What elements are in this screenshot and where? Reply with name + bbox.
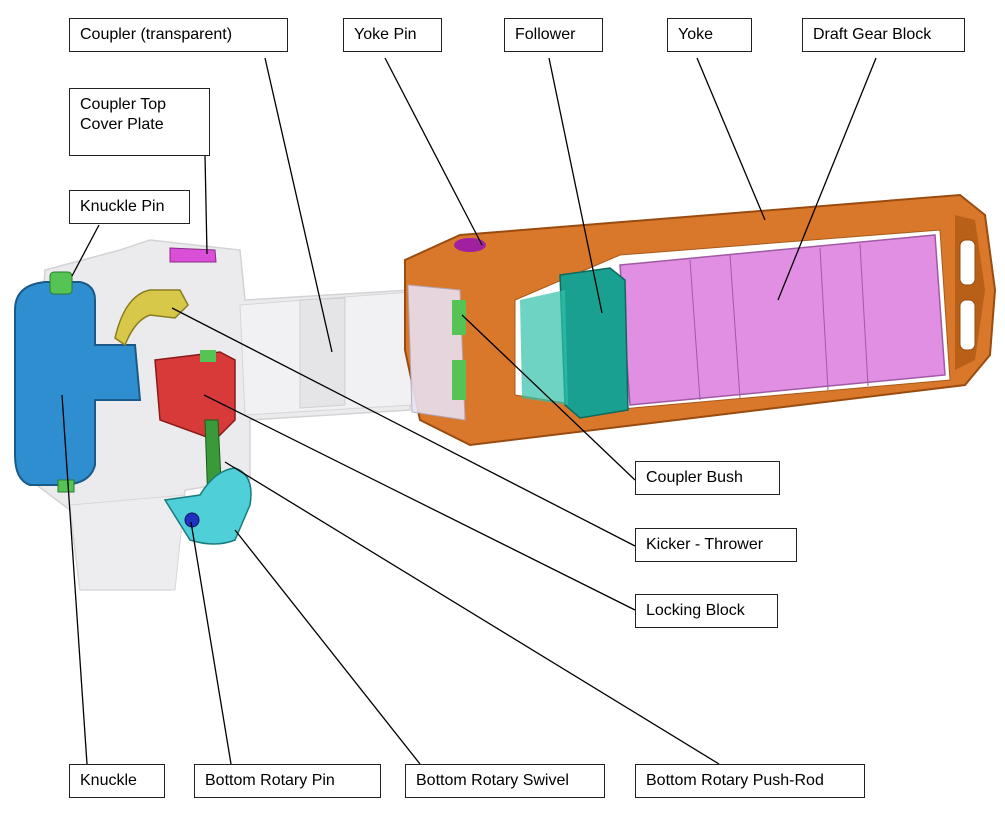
kicker-thrower-part: [114, 289, 189, 347]
knuckle-pin-part: [49, 271, 75, 493]
locking-block-part: [154, 351, 236, 441]
label-coupler-transparent: Coupler (transparent): [69, 18, 288, 52]
label-knuckle: Knuckle: [69, 764, 165, 798]
knuckle-part: [14, 281, 142, 486]
label-follower: Follower: [504, 18, 603, 52]
label-yoke-pin: Yoke Pin: [343, 18, 442, 52]
coupler-bush-part: [407, 284, 466, 421]
label-bottom-rotary-pin: Bottom Rotary Pin: [194, 764, 381, 798]
draft-gear-block-part: [619, 234, 946, 406]
leader-lines: [61, 57, 877, 765]
push-rod-top-part: [200, 350, 216, 362]
label-coupler-top-cover-plate: Coupler Top Cover Plate: [69, 88, 210, 156]
label-yoke: Yoke: [667, 18, 752, 52]
label-bottom-rotary-swivel: Bottom Rotary Swivel: [405, 764, 605, 798]
label-draft-gear-block: Draft Gear Block: [802, 18, 965, 52]
follower-part: [520, 267, 629, 419]
label-coupler-top-cover-plate-line2: Cover Plate: [80, 116, 164, 133]
label-coupler-bush: Coupler Bush: [635, 461, 780, 495]
label-locking-block: Locking Block: [635, 594, 778, 628]
top-cover-plate-part: [169, 247, 217, 263]
label-bottom-rotary-push-rod: Bottom Rotary Push-Rod: [635, 764, 865, 798]
label-coupler-top-cover-plate-line1: Coupler Top: [80, 96, 166, 113]
label-kicker-thrower: Kicker - Thrower: [635, 528, 797, 562]
label-knuckle-pin: Knuckle Pin: [69, 190, 190, 224]
